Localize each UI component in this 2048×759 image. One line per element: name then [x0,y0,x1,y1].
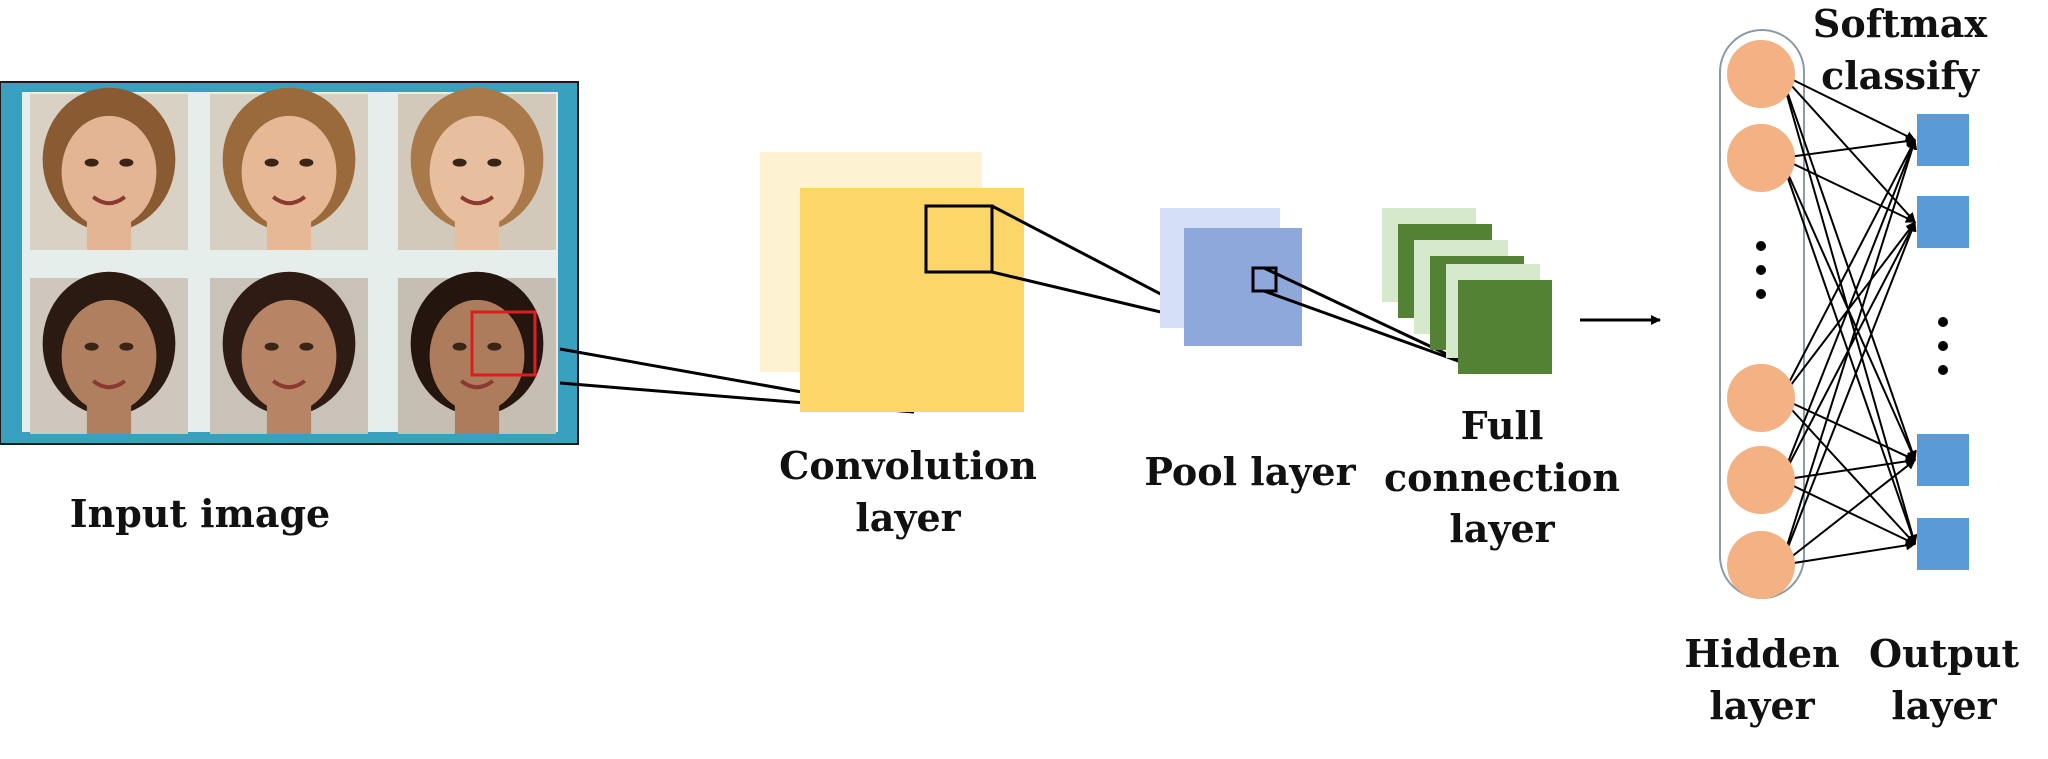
full-label-line2: connection [1383,454,1620,500]
hidden-nodes [1727,40,1795,599]
output-label-line1: Output [1868,631,2020,676]
face-5 [210,271,368,434]
ellipsis-dot [1756,289,1766,299]
face [61,115,157,229]
face [241,115,337,229]
hidden-neuron [1727,364,1795,432]
eye [84,158,99,167]
hidden-neuron [1727,446,1795,514]
hidden-neuron [1727,124,1795,192]
eye [299,158,314,167]
output-layer-label: Output layer [1862,628,2026,731]
connection-line [1780,459,1916,566]
output-neuron [1917,196,1969,248]
output-neuron [1917,434,1969,486]
connection-line [1780,540,1916,566]
ellipsis-dot [1938,317,1948,327]
eye [452,158,467,167]
ellipsis-dot [1756,265,1766,275]
full-connection-stack [1382,208,1552,374]
full-connections [1780,73,1918,566]
hidden-label-line1: Hidden [1684,631,1840,676]
receptive-field-highlight [470,310,537,377]
classifier-network [1719,29,1969,599]
eye [264,342,279,351]
softmax-classify-label: Softmax classify [1780,0,2020,101]
ellipsis-dot [1938,365,1948,375]
pool-label-text: Pool layer [1144,449,1356,494]
face [429,115,525,229]
mouth [271,195,307,206]
mouth [271,379,307,390]
eye [487,342,502,351]
face-3 [398,87,556,250]
face-1 [30,87,188,250]
face [61,299,157,413]
projection-line [1263,289,1473,368]
ellipsis-dot [1756,241,1766,251]
convolution-label-line2: layer [855,494,961,540]
pool-map-front [1184,228,1302,346]
eye [452,342,467,351]
connection-line [1780,73,1916,141]
convolution-feature-maps [760,152,1024,412]
connection-line [1780,139,1916,399]
softmax-label-line1: Softmax [1812,1,1988,46]
mouth [91,379,127,390]
face-6 [398,271,556,434]
softmax-label-line2: classify [1821,52,1979,98]
eye [264,158,279,167]
output-label-line2: layer [1891,682,1997,728]
mouth [91,195,127,206]
eye [119,342,134,351]
ellipsis-dot [1938,341,1948,351]
pool-layer-label: Pool layer [1130,446,1370,498]
connection-line [1780,221,1917,566]
connection-line [1780,139,1917,481]
connection-line [1780,136,1916,159]
connection-line [1780,397,1916,461]
pool-feature-maps [1160,208,1302,346]
hidden-neuron [1727,40,1795,108]
full-label-line1: Full [1460,403,1544,448]
hidden-ellipsis [1756,241,1766,299]
mouth [459,379,495,390]
hidden-layer-label: Hidden layer [1680,628,1844,731]
output-neuron [1917,114,1969,166]
eye [84,342,99,351]
fc-map [1458,280,1552,374]
output-nodes [1917,114,1969,570]
mouth [459,195,495,206]
face-2 [210,87,368,250]
face-4 [30,271,188,434]
convolution-kernel-window [924,204,994,274]
input-image-text: Input image [69,491,331,536]
connection-line [1780,139,1918,566]
eye [487,158,502,167]
face [429,299,525,413]
face [241,299,337,413]
output-ellipsis [1938,317,1948,375]
eye [119,158,134,167]
connection-line [1780,456,1916,481]
full-label-line3: layer [1449,506,1555,552]
convolution-label-line1: Convolution [779,443,1037,488]
eye [299,342,314,351]
hidden-label-line2: layer [1709,682,1815,728]
convolution-layer-label: Convolution layer [768,440,1048,543]
input-image-label: Input image [60,488,340,540]
hidden-neuron [1727,531,1795,599]
full-connection-layer-label: Full connection layer [1382,400,1622,555]
input-image-panel [0,81,579,445]
convolution-map-front [800,188,1024,412]
face-thumbnails [30,87,556,434]
output-neuron [1917,518,1969,570]
